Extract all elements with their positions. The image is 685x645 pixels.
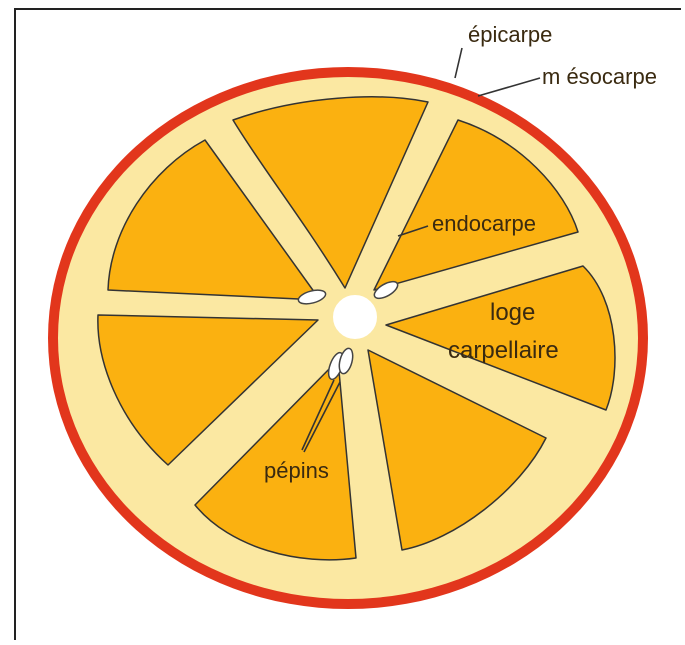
label-pepins: pépins (264, 458, 329, 483)
label-carpellaire: carpellaire (448, 337, 559, 364)
label-endocarpe: endocarpe (432, 211, 536, 236)
fruit-center (331, 293, 379, 341)
label-mesocarpe: m ésocarpe (542, 64, 657, 89)
epicarpe-leader (455, 48, 462, 78)
mesocarpe-leader (478, 78, 540, 96)
label-epicarpe: épicarpe (468, 22, 552, 47)
label-loge: loge (490, 299, 535, 326)
